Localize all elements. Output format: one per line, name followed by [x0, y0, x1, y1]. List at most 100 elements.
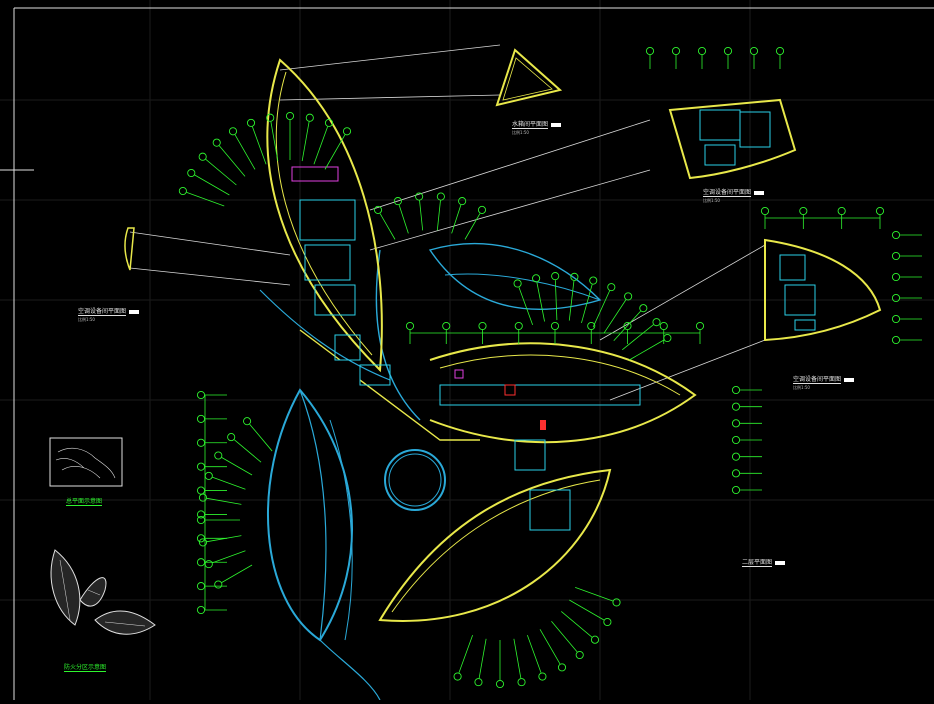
- detail-c-title: 空调设备间平面图 比例1:50: [78, 306, 140, 323]
- radial-axis-line: [622, 324, 654, 351]
- axis-bubble: [891, 335, 901, 345]
- axis-bubble: [214, 451, 223, 460]
- axis-bubble: [196, 462, 206, 471]
- axis-bubble: [731, 385, 741, 395]
- axis-bubble: [731, 469, 741, 478]
- massing-diagram: [50, 549, 156, 635]
- axis-bubble: [415, 192, 424, 201]
- key-plan-title: 总平面示意图: [66, 498, 103, 506]
- detail-b-scale: 比例1:50: [703, 198, 720, 203]
- axis-bubble: [723, 46, 733, 56]
- axis-bubble: [373, 205, 383, 214]
- axis-bubble: [875, 206, 885, 216]
- detail-d-title: 空调设备间平面图 比例1:50: [793, 374, 855, 391]
- radial-axis-line: [464, 213, 481, 240]
- axis-bubble: [731, 435, 741, 445]
- radial-axis-line: [398, 204, 409, 234]
- axis-bubble: [227, 433, 236, 442]
- axis-bubble: [196, 582, 206, 591]
- axis-bubble: [590, 635, 600, 644]
- radial-axis-line: [313, 126, 328, 165]
- axis-bubble: [324, 118, 334, 127]
- axis-bubble: [196, 534, 206, 543]
- axis-bubble: [891, 272, 901, 282]
- radial-axis-line: [629, 339, 665, 361]
- upper-leaf: [266, 58, 383, 373]
- axis-bubble: [305, 113, 314, 122]
- axis-bubble: [477, 205, 487, 214]
- axis-bubble: [837, 206, 846, 216]
- detail-d-drawing: [764, 238, 882, 342]
- axis-bubble: [453, 672, 462, 681]
- radial-axis-line: [419, 200, 424, 231]
- detail-b-drawing: [668, 98, 797, 180]
- radial-axis-line: [554, 280, 558, 321]
- axis-bubble: [198, 538, 208, 547]
- axis-bubble: [550, 321, 560, 331]
- radial-axis-line: [568, 280, 575, 321]
- axis-bubble: [178, 186, 187, 196]
- radial-axis-line: [569, 599, 605, 621]
- radial-axis-line: [518, 287, 534, 325]
- axis-bubble: [612, 598, 621, 607]
- radial-axis-line: [205, 158, 237, 186]
- radial-axis-line: [592, 290, 611, 328]
- radial-axis-line: [249, 423, 273, 452]
- axis-bubble: [663, 333, 672, 343]
- radial-axis-line: [324, 134, 346, 170]
- axis-bubble: [204, 471, 213, 480]
- axis-bubble: [697, 46, 707, 56]
- radial-axis-line: [194, 174, 230, 196]
- detail-c-drawing: [124, 227, 135, 271]
- axis-bubble: [775, 46, 785, 56]
- axis-bubble: [891, 293, 901, 303]
- axis-bubble: [196, 605, 206, 615]
- radial-axis-line: [234, 134, 256, 170]
- axis-bubbles: [178, 46, 901, 689]
- axis-bubble: [513, 279, 522, 288]
- axis-bubble: [196, 510, 206, 519]
- detail-a-drawing: [495, 48, 563, 107]
- lower-right-leaf: [378, 468, 612, 622]
- radial-axis-line: [301, 121, 310, 162]
- axis-bubble: [891, 314, 901, 324]
- right-leaf: [429, 342, 697, 444]
- radial-axis-line: [221, 457, 253, 476]
- axis-bubble: [624, 292, 633, 301]
- detail-c-scale: 比例1:50: [78, 317, 95, 322]
- axis-bubble: [551, 272, 560, 281]
- building-walls: [266, 58, 697, 622]
- detail-b-title: 空调设备间平面图 比例1:50: [703, 187, 765, 204]
- axis-bubble: [538, 672, 547, 681]
- radial-axis-line: [218, 145, 246, 177]
- radial-axis-line: [551, 621, 578, 653]
- accent-marks: [291, 166, 546, 430]
- key-plan-inset: [49, 437, 123, 487]
- axis-bubble: [478, 321, 487, 331]
- axis-bubble: [196, 414, 206, 423]
- drawing-frame: [0, 7, 934, 700]
- massing-title: 防火分区示意图: [64, 664, 107, 672]
- axis-bubble: [731, 402, 741, 411]
- axis-bubble: [695, 321, 705, 331]
- radial-axis-line: [513, 638, 522, 679]
- radial-axis-line: [575, 586, 613, 602]
- axis-bubble: [760, 206, 770, 216]
- radial-axis-line: [436, 200, 441, 231]
- axis-bubble: [799, 206, 808, 216]
- axis-bubble: [587, 321, 596, 331]
- radial-axis-line: [270, 121, 279, 162]
- floor-plan-title: 二层平面图: [742, 557, 786, 567]
- axis-bubble: [671, 46, 681, 56]
- detail-a-title: 水箱间平面图 比例1:50: [512, 119, 562, 136]
- leader-lines: [129, 44, 766, 401]
- axis-bubble: [458, 197, 467, 206]
- axis-bubble: [731, 485, 741, 495]
- radial-axis-line: [379, 213, 396, 240]
- axis-bubble: [246, 118, 256, 127]
- axis-bubble: [589, 276, 598, 285]
- axis-bubble: [474, 678, 483, 687]
